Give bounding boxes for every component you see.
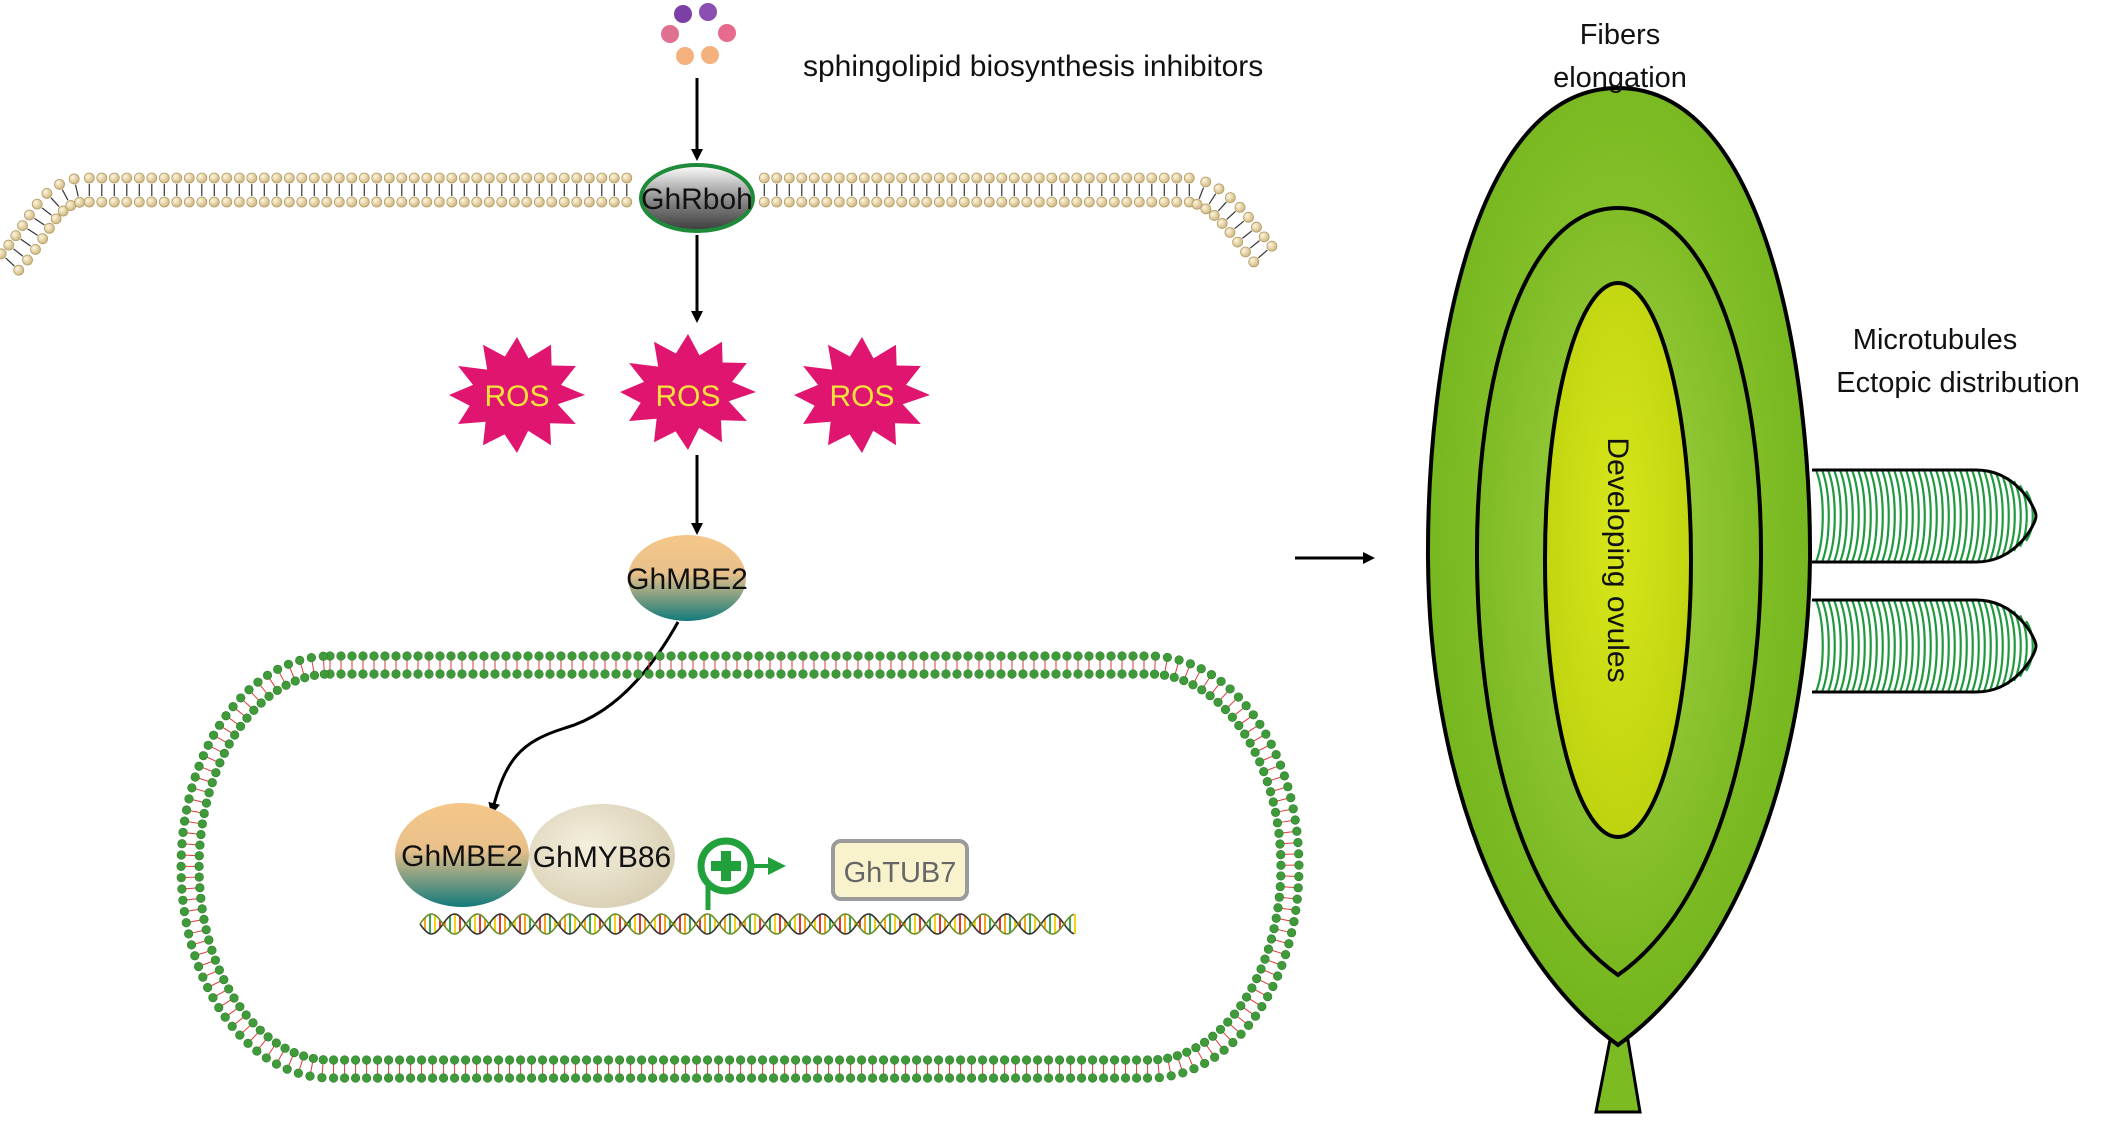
fibers-label-line1: Fibers [1580, 19, 1661, 51]
mbe2-nucleus-label: GhMBE2 [401, 840, 523, 873]
molecule-cluster-icon [661, 3, 736, 65]
dna-helix-icon [420, 914, 1075, 934]
microtubules-label-line2: Ectopic distribution [1836, 367, 2079, 399]
arrow-mbe2-to-nucleus [492, 622, 678, 812]
fibers-label-line2: elongation [1553, 62, 1687, 94]
ovule-illustration: Developing ovules [1428, 88, 1810, 1112]
tub7-label: GhTUB7 [844, 857, 957, 889]
myb86-label: GhMYB86 [533, 841, 671, 874]
ros-label-2: ROS [655, 380, 720, 413]
mbe2-cytoplasm-label: GhMBE2 [626, 563, 748, 596]
ros-label-3: ROS [829, 380, 894, 413]
fibers-group [1812, 470, 2036, 692]
ovule-stalk [1596, 1040, 1640, 1112]
ros-label-1: ROS [484, 380, 549, 413]
microtubules-label-line1: Microtubules [1853, 324, 2017, 356]
plus-promoter-icon [701, 841, 786, 910]
rboh-label: GhRboh [641, 183, 753, 216]
plasma-membrane [0, 173, 1277, 275]
inhibitors-label: sphingolipid biosynthesis inhibitors [803, 50, 1263, 83]
ovule-label: Developing ovules [1601, 437, 1634, 682]
